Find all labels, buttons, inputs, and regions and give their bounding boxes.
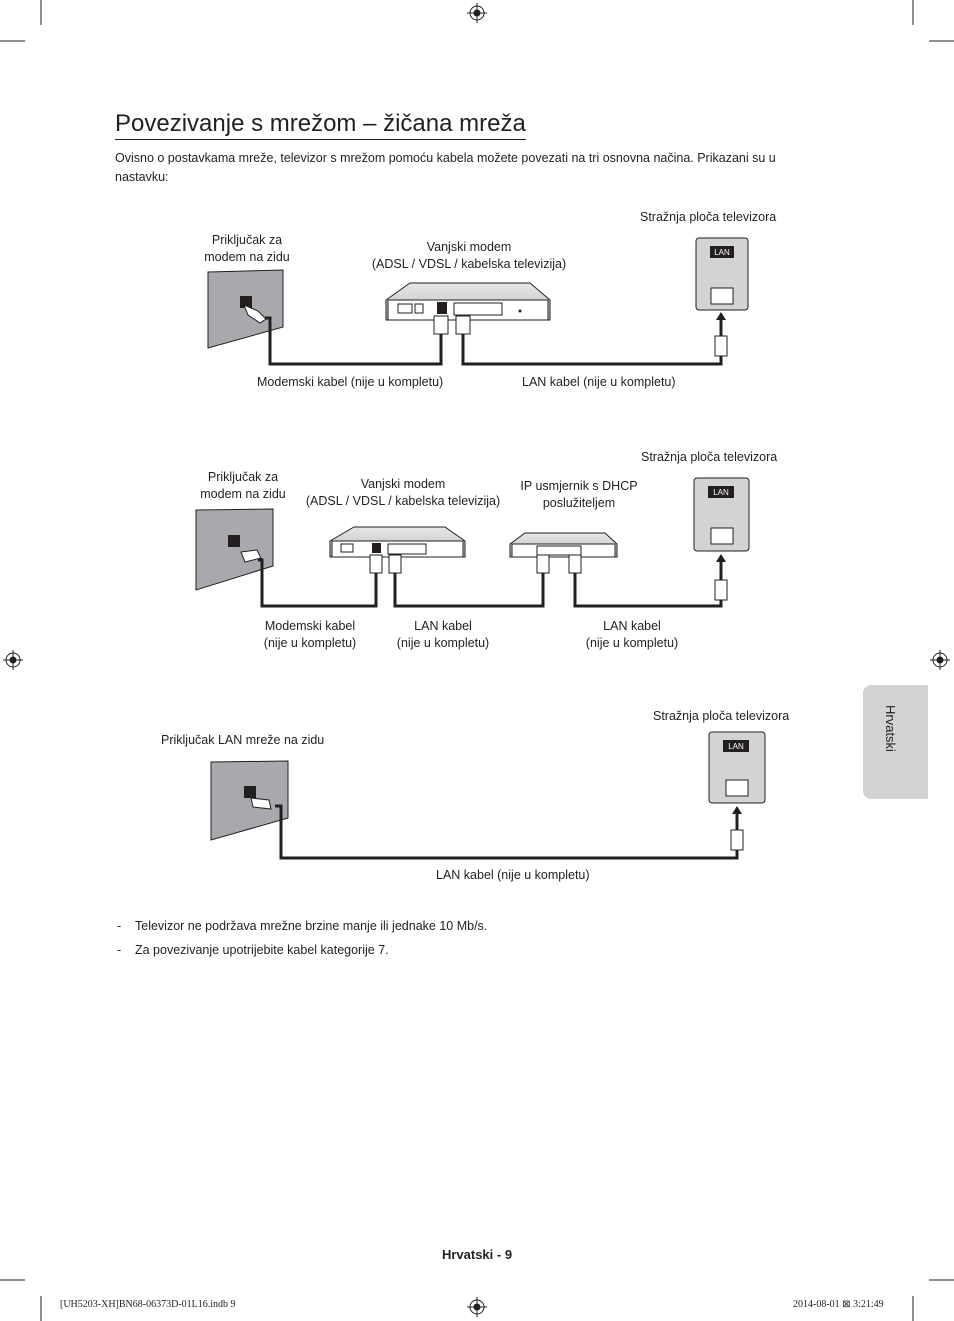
diagram-2: [195, 477, 750, 608]
registration-mark-icon: [467, 3, 487, 23]
cable-lines: [258, 556, 723, 608]
lan-badge: LAN: [713, 488, 729, 497]
page-number: Hrvatski - 9: [441, 1247, 513, 1262]
note-text: Televizor ne podržava mrežne brzine manj…: [135, 919, 488, 933]
plug-icon: [730, 829, 744, 851]
lan-badge: LAN: [714, 248, 730, 257]
language-side-tab: Hrvatski: [863, 685, 928, 799]
lan-cable-label: LAN kabel (nije u kompletu): [522, 375, 676, 389]
lan-cable-label: LAN kabel (nije u kompletu): [396, 619, 490, 650]
wall-socket-icon: [210, 760, 289, 841]
page-title: Povezivanje s mrežom – žičana mreža: [115, 109, 526, 140]
note-item: -Televizor ne podržava mrežne brzine man…: [117, 919, 488, 933]
registration-mark-icon: [467, 1297, 487, 1317]
tv-back-panel-icon: [693, 477, 750, 552]
modem-cable-label: Modemski kabel (nije u kompletu): [257, 375, 444, 389]
modem-label: Vanjski modem (ADSL / VDSL / kabelska te…: [371, 240, 567, 271]
modem-cable-label: Modemski kabel (nije u kompletu): [263, 619, 357, 650]
footer-file-info: [UH5203-XH]BN68-06373D-01L16.indb 9: [60, 1299, 236, 1310]
lan-cable-label: LAN kabel (nije u kompletu): [585, 619, 679, 650]
tv-back-panel-label: Stražnja ploča televizora: [653, 709, 790, 723]
side-tab-label: Hrvatski: [883, 705, 898, 752]
modem-icon: [329, 526, 466, 558]
tv-back-panel-label: Stražnja ploča televizora: [640, 210, 777, 224]
wall-socket-label: Priključak za modem na zidu: [204, 233, 290, 264]
wall-lan-socket-label: Priključak LAN mreže na zidu: [161, 733, 325, 747]
registration-mark-icon: [3, 650, 23, 670]
wall-socket-icon: [207, 269, 284, 349]
note-text: Za povezivanje upotrijebite kabel katego…: [135, 943, 389, 957]
tv-back-panel-icon: [708, 731, 766, 804]
note-item: -Za povezivanje upotrijebite kabel kateg…: [117, 943, 389, 957]
plug-icon: [369, 554, 728, 601]
wall-socket-icon: [195, 508, 274, 591]
cable-lines: [275, 804, 739, 860]
tv-back-panel-icon: [695, 237, 749, 311]
diagram-3: [210, 731, 766, 860]
cable-lines: [265, 314, 723, 366]
diagram-1: [207, 237, 749, 366]
wall-socket-label: Priključak za modem na zidu: [200, 470, 286, 501]
intro-paragraph: Ovisno o postavkama mreže, televizor s m…: [115, 151, 776, 184]
plug-icon: [433, 315, 728, 357]
router-label: IP usmjernik s DHCP poslužiteljem: [520, 479, 638, 510]
lan-cable-label: LAN kabel (nije u kompletu): [436, 868, 590, 882]
tv-back-panel-label: Stražnja ploča televizora: [641, 450, 778, 464]
footer-timestamp: 2014-08-01 ⊠ 3:21:49: [793, 1299, 884, 1310]
modem-label: Vanjski modem (ADSL / VDSL / kabelska te…: [305, 477, 501, 508]
registration-mark-icon: [930, 650, 950, 670]
lan-badge: LAN: [728, 742, 744, 751]
modem-icon: [385, 282, 551, 321]
router-icon: [509, 532, 618, 558]
